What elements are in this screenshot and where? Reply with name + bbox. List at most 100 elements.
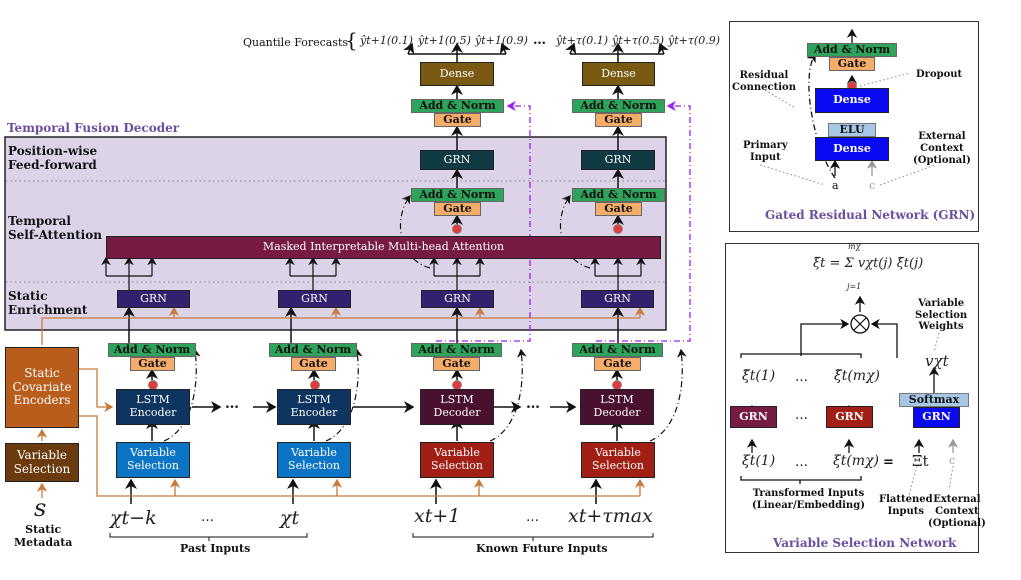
- input-ellipsis: …: [201, 510, 214, 525]
- variable-selection-past-1: Variable Selection: [116, 442, 190, 478]
- vsn-flattened-label: Flattened Inputs: [879, 494, 933, 517]
- vsn-weights-symbol: vχt: [925, 352, 949, 370]
- grn-feedforward-t1: GRN: [420, 150, 494, 170]
- add-norm-lstm-1: Add & Norm: [108, 343, 196, 357]
- grn-panel-title: Gated Residual Network (GRN): [765, 208, 976, 222]
- decoder-title: Temporal Fusion Decoder: [7, 121, 180, 135]
- input-x-t: χt: [280, 507, 300, 529]
- vsn-transformed-label: Transformed Inputs (Linear/Embedding): [752, 488, 865, 511]
- gate-lstm-1: Gate: [130, 357, 175, 371]
- lstm-encoder-1: LSTM Encoder: [116, 389, 190, 425]
- section-feedforward: Position-wise Feed-forward: [8, 144, 98, 172]
- grn-input-c: c: [869, 179, 876, 192]
- grn-input-a: a: [832, 179, 839, 192]
- add-norm-attention-tau: Add & Norm: [572, 188, 665, 202]
- gate-output-tau: Gate: [595, 113, 642, 127]
- chain-ellipsis: …: [526, 396, 540, 412]
- vsn-flattened-symbol: Ξt: [912, 452, 929, 470]
- quantile-brace: {: [345, 28, 358, 52]
- vsn-grn-weights: GRN: [913, 407, 960, 428]
- grn-external-label: External Context (Optional): [913, 131, 971, 166]
- grn-enrichment-3: GRN: [421, 290, 494, 308]
- vsn-equals: =: [883, 455, 894, 470]
- input-x-tmax: xt+τmax: [568, 505, 653, 527]
- skip-connections: [436, 100, 691, 342]
- dropout-dot: [613, 224, 623, 234]
- vsn-ellipsis: …: [795, 408, 808, 423]
- grn-enrichment-4: GRN: [581, 290, 654, 308]
- forecast-t1-q05: ŷt+1(0.5): [418, 34, 471, 47]
- vsn-formula: ξ̃t = Σ vχt(j) ξ̃t(j): [813, 256, 924, 271]
- quantile-forecasts-label: Quantile Forecasts: [243, 36, 349, 49]
- section-enrichment: Static Enrichment: [8, 289, 88, 317]
- quantile-arrows: [403, 42, 669, 226]
- gate-lstm-4: Gate: [594, 357, 641, 371]
- add-norm-attention-t1: Add & Norm: [411, 188, 504, 202]
- vsn-external-label: External Context (Optional): [928, 494, 986, 529]
- past-inputs-label: Past Inputs: [180, 542, 251, 555]
- variable-selection-future-2: Variable Selection: [581, 442, 655, 478]
- grn-gate: Gate: [829, 57, 875, 71]
- grn-feedforward-tau: GRN: [581, 150, 655, 170]
- static-metadata-label: Static Metadata: [14, 523, 73, 550]
- vsn-panel-title: Variable Selection Network: [773, 536, 957, 550]
- grn-dense-top: Dense: [815, 88, 889, 113]
- lstm-decoder-2: LSTM Decoder: [580, 389, 654, 425]
- input-x-t-k: χt−k: [110, 507, 157, 529]
- variable-selection-past-2: Variable Selection: [277, 442, 351, 478]
- xi-1: ξt(1): [742, 453, 776, 469]
- forecast-ellipsis: …: [533, 33, 546, 48]
- dense-output-t1: Dense: [420, 62, 494, 86]
- vsn-context-c: c: [949, 454, 956, 467]
- dropout-dot: [452, 224, 462, 234]
- lstm-decoder-1: LSTM Decoder: [420, 389, 494, 425]
- static-covariate-encoders: Static Covariate Encoders: [5, 347, 79, 428]
- vsn-weights-label: Variable Selection Weights: [915, 298, 968, 332]
- grn-dense-bottom: Dense: [815, 137, 889, 161]
- grn-residual-label: Residual Connection: [732, 70, 796, 93]
- grn-panel: [729, 21, 979, 232]
- gate-attention-tau: Gate: [595, 202, 642, 216]
- attention-inputs: [101, 256, 646, 290]
- add-norm-lstm-3: Add & Norm: [411, 343, 502, 357]
- grn-enrichment-2: GRN: [278, 290, 351, 308]
- variable-selection-future-1: Variable Selection: [420, 442, 494, 478]
- vsn-formula-upper: mχ: [848, 242, 861, 251]
- vsn-formula-lower: j=1: [847, 282, 862, 291]
- vsn-ellipsis: …: [795, 370, 808, 385]
- gate-attention-t1: Gate: [434, 202, 481, 216]
- add-norm-output-t1: Add & Norm: [411, 99, 504, 113]
- attention-block: Masked Interpretable Multi-head Attentio…: [106, 236, 661, 259]
- forecast-tau-q05: ŷt+τ(0.5): [612, 34, 665, 47]
- vsn-grn-m: GRN: [826, 406, 873, 428]
- static-context-links: [36, 306, 646, 498]
- add-norm-lstm-4: Add & Norm: [572, 343, 663, 357]
- section-self-attention: Temporal Self-Attention: [8, 214, 102, 242]
- xi-tilde-m: ξ̃t(mχ): [834, 368, 881, 384]
- chain-ellipsis: …: [225, 396, 239, 412]
- grn-dropout-label: Dropout: [916, 69, 963, 80]
- add-norm-output-tau: Add & Norm: [572, 99, 665, 113]
- grn-primary-label: Primary Input: [743, 140, 788, 163]
- grn-add-norm: Add & Norm: [807, 43, 897, 57]
- lstm-encoder-2: LSTM Encoder: [277, 389, 351, 425]
- xi-tilde-1: ξ̃t(1): [742, 368, 776, 384]
- vsn-ellipsis: …: [795, 455, 808, 470]
- vsn-grn-1: GRN: [730, 406, 777, 428]
- grn-enrichment-1: GRN: [117, 290, 190, 308]
- input-ellipsis: …: [526, 510, 539, 525]
- grn-elu: ELU: [828, 123, 876, 137]
- vsn-softmax: Softmax: [899, 393, 969, 407]
- forecast-tau-q09: ŷt+τ(0.9): [668, 34, 721, 47]
- gate-output-t1: Gate: [434, 113, 481, 127]
- input-x-t1: xt+1: [414, 505, 461, 527]
- forecast-t1-q01: ŷt+1(0.1): [360, 34, 413, 47]
- xi-m: ξt(mχ): [833, 453, 880, 469]
- add-norm-lstm-2: Add & Norm: [269, 343, 357, 357]
- dense-output-tau: Dense: [582, 62, 655, 86]
- gate-lstm-2: Gate: [291, 357, 336, 371]
- future-inputs-label: Known Future Inputs: [476, 542, 608, 555]
- vsn-panel: [725, 243, 979, 553]
- forecast-tau-q01: ŷt+τ(0.1): [556, 34, 609, 47]
- forecast-t1-q09: ŷt+1(0.9): [475, 34, 528, 47]
